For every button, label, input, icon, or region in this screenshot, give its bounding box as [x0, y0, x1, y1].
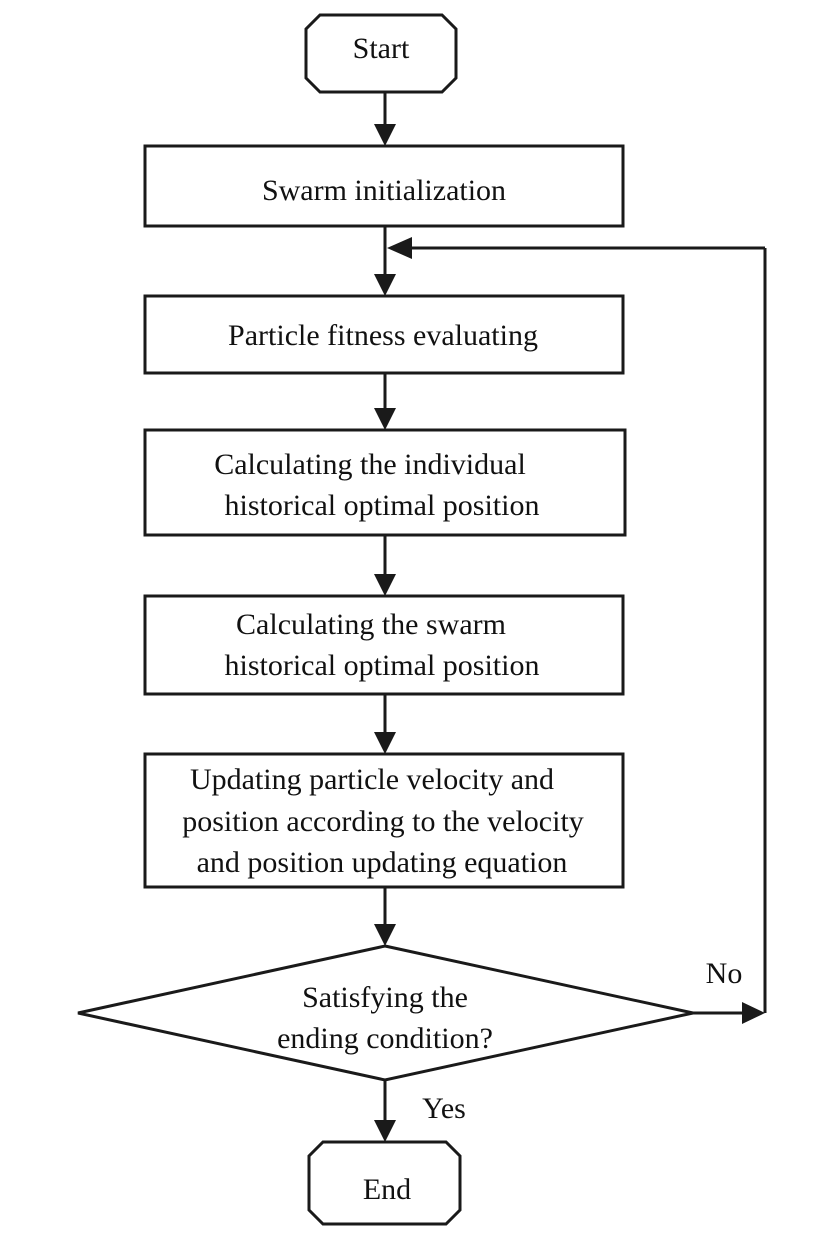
start-label: Start	[353, 32, 410, 65]
fitness-evaluating-box	[143, 294, 625, 375]
yes-label: Yes	[422, 1092, 466, 1125]
update-velocity-line1: Updating particle velocity and	[190, 763, 554, 796]
update-velocity-line2: position according to the velocity	[182, 805, 584, 838]
swarm-optimal-line2: historical optimal position	[225, 649, 540, 682]
arrow-head	[374, 1120, 396, 1142]
update-velocity-line3: and position updating equation	[197, 846, 568, 879]
arrow-head	[374, 732, 396, 754]
individual-optimal-line1: Calculating the individual	[214, 448, 526, 481]
swarm-optimal-line1: Calculating the swarm	[236, 608, 506, 641]
arrow-head	[374, 574, 396, 596]
decision-line1: Satisfying the	[302, 981, 468, 1014]
arrow-head	[374, 124, 396, 146]
arrow-head	[742, 1002, 765, 1024]
swarm-optimal-box	[143, 594, 625, 696]
fitness-evaluating-label: Particle fitness evaluating	[228, 319, 538, 352]
arrow-head	[374, 274, 396, 296]
individual-optimal-line2: historical optimal position	[225, 489, 540, 522]
individual-optimal-box	[143, 428, 627, 537]
end-label: End	[363, 1173, 411, 1206]
decision-line2: ending condition?	[277, 1022, 493, 1055]
no-label: No	[706, 957, 743, 990]
arrow-head	[387, 237, 412, 259]
arrow-head	[374, 924, 396, 946]
end-node	[307, 1140, 462, 1226]
swarm-initialization-box	[143, 144, 625, 228]
arrow-head	[374, 408, 396, 430]
start-node	[304, 13, 458, 94]
update-velocity-box	[143, 752, 625, 889]
swarm-initialization-label: Swarm initialization	[262, 174, 506, 207]
